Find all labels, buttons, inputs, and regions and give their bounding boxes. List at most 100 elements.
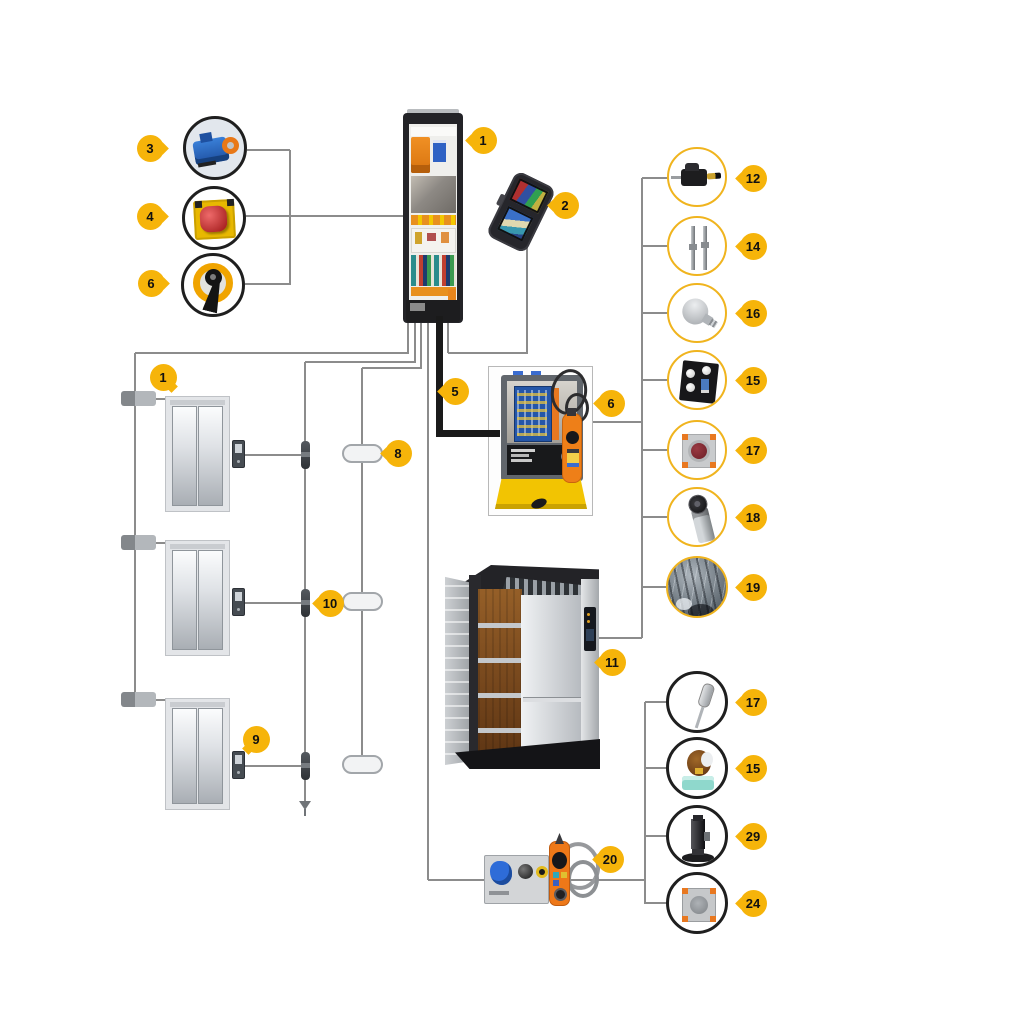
station-pcb-chips <box>517 390 547 436</box>
inspection-station <box>488 366 593 516</box>
cop-face-button <box>702 366 711 375</box>
badge-14: 14 <box>739 232 767 260</box>
pit-pendant-cone <box>555 833 564 844</box>
bus-connector <box>301 752 310 780</box>
badge-2-label: 2 <box>561 197 569 213</box>
badge-3-label: 3 <box>146 140 154 156</box>
landing-door <box>165 698 230 810</box>
landing-door <box>165 540 230 656</box>
guide-rod-block <box>701 242 709 248</box>
door-header <box>170 702 225 707</box>
station-label-line <box>511 454 529 457</box>
connector-line <box>305 361 416 363</box>
drive-inverter <box>411 137 430 173</box>
badge-24: 24 <box>739 889 767 917</box>
car-left-tiles <box>445 576 471 765</box>
alarm-button-circle <box>667 420 727 480</box>
hall-panel-display <box>235 444 242 453</box>
screwdriver-shaft <box>694 706 705 729</box>
badge-17-lower-label: 17 <box>745 694 761 710</box>
kit-white-part <box>701 752 713 767</box>
alarm-corner <box>682 462 688 468</box>
badge-17-upper: 17 <box>739 436 767 464</box>
pit-box-label <box>489 891 509 895</box>
bus-end-arrow <box>299 801 311 810</box>
brake-magnet-ring <box>222 137 239 154</box>
inspection-pendant-cap <box>567 408 576 416</box>
station-label-line <box>511 449 535 452</box>
badge-1-controller-label: 1 <box>479 132 487 148</box>
door-lock <box>121 692 156 707</box>
badge-12-label: 12 <box>745 170 761 186</box>
blue-module <box>433 140 446 162</box>
badge-10-label: 10 <box>322 595 338 611</box>
connector-line <box>642 516 668 518</box>
speaker-corner <box>710 916 716 922</box>
station-blue-tab <box>513 371 523 378</box>
connector-line <box>642 586 667 588</box>
screwdriver-pictogram <box>669 674 725 730</box>
badge-18-label: 18 <box>745 509 761 525</box>
guide-rod <box>703 226 707 270</box>
speaker-circle <box>666 872 728 934</box>
car-wall-rail <box>478 728 522 733</box>
main-switch-corner <box>194 200 203 209</box>
badge-14-label: 14 <box>745 238 761 254</box>
guide-rods-circle <box>667 216 727 276</box>
bus-end-tip <box>304 809 306 816</box>
badge-1-doors: 1 <box>149 363 177 391</box>
clutch-hump <box>685 163 699 171</box>
bus-connector-band <box>301 452 310 457</box>
buffer-tab <box>704 832 710 841</box>
badge-18: 18 <box>739 503 767 531</box>
bus-connector-band <box>301 600 310 605</box>
door-panel <box>198 550 223 650</box>
pit-control-group <box>483 830 604 908</box>
door-vane-kit-circle <box>666 737 728 799</box>
photo-highlight <box>676 598 692 610</box>
bus-connector <box>301 589 310 617</box>
travelling-cable <box>436 316 443 437</box>
badge-29: 29 <box>739 822 767 850</box>
badge-5-label: 5 <box>451 383 459 399</box>
door-lock <box>121 391 156 406</box>
key-switch-circle <box>181 253 245 317</box>
inspection-pendant-label <box>567 449 579 467</box>
buffer-stem <box>692 847 704 855</box>
orange-rail <box>411 287 456 296</box>
clutch-body <box>681 169 707 186</box>
door-panel <box>172 708 197 804</box>
hall-call-panel <box>232 588 245 616</box>
hall-panel-display <box>235 592 242 601</box>
badge-6-left: 6 <box>137 269 165 297</box>
connector-line <box>155 398 173 400</box>
junction-oval <box>342 592 383 611</box>
badge-17-upper-label: 17 <box>745 442 761 458</box>
cop-indicator <box>587 613 590 616</box>
hall-call-panel <box>232 751 245 779</box>
door-header <box>170 400 225 405</box>
key-head-dot <box>210 274 216 280</box>
bulb-base <box>708 318 719 329</box>
badge-16: 16 <box>739 299 767 327</box>
door-clutch-circle <box>667 147 727 207</box>
pit-box-yellow-center <box>539 869 545 875</box>
screwdriver-handle <box>696 682 716 709</box>
alarm-corner <box>710 462 716 468</box>
speaker-corner <box>682 888 688 894</box>
screwdriver-circle <box>666 671 728 733</box>
car-wall-rail <box>478 623 522 628</box>
badge-1-doors-label: 1 <box>159 369 167 385</box>
connector-line <box>645 835 667 837</box>
door-lock <box>121 535 156 550</box>
badge-8: 8 <box>384 439 412 467</box>
connector-line <box>135 352 409 354</box>
car-wall-rail <box>478 693 522 698</box>
cabinet-lower-label <box>410 303 425 311</box>
main-switch-circle <box>182 186 246 250</box>
badge-4: 4 <box>136 202 164 230</box>
cabinet-white-strip <box>411 127 456 136</box>
badge-6-left-label: 6 <box>147 275 155 291</box>
badge-3: 3 <box>136 134 164 162</box>
connector-line <box>244 454 305 456</box>
